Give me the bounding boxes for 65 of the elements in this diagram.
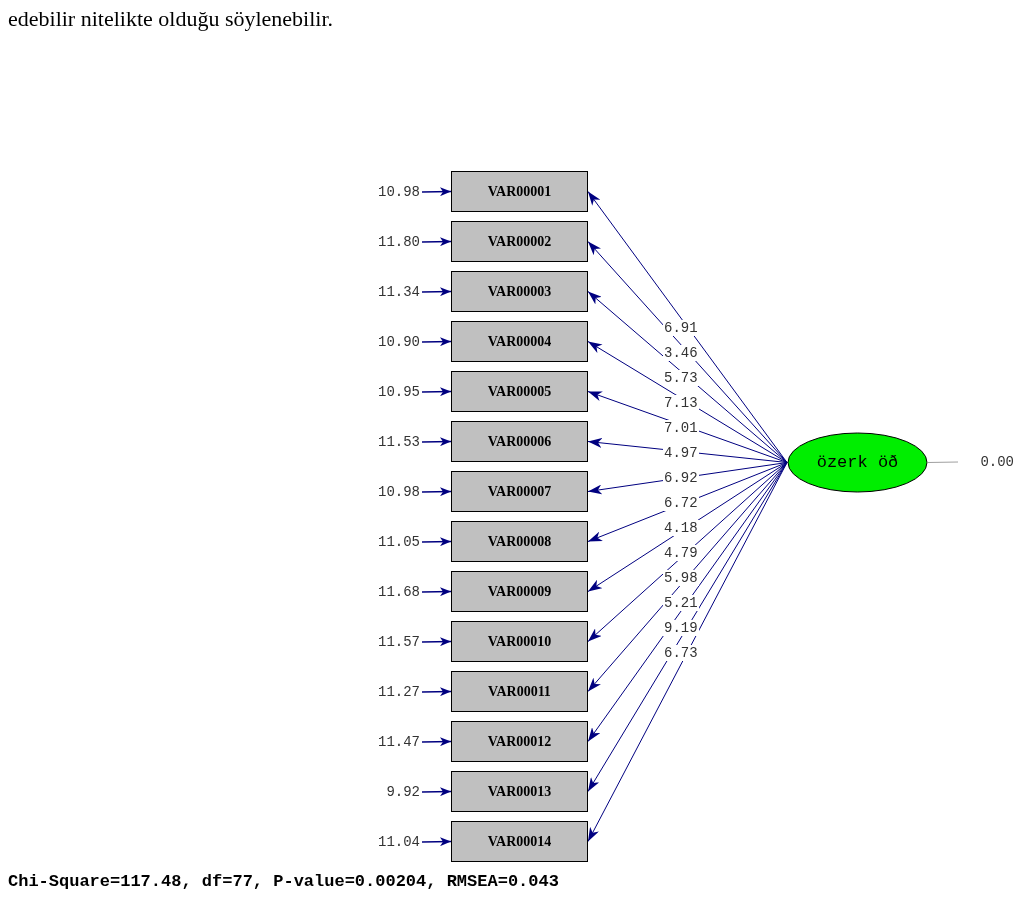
edge-label: 9.19 — [663, 620, 699, 636]
error-variance-value: 11.34 — [336, 283, 420, 301]
arrow — [587, 341, 788, 463]
observed-variable-box: VAR00001 — [451, 171, 588, 212]
observed-variable-box: VAR00005 — [451, 371, 588, 412]
arrow — [421, 687, 452, 697]
arrow — [421, 337, 452, 347]
edge-label: 7.13 — [663, 395, 699, 411]
variance-value: 0.00 — [958, 453, 1014, 471]
edge-label: 4.18 — [663, 520, 699, 536]
observed-variable-box: VAR00006 — [451, 421, 588, 462]
arrow — [587, 462, 788, 642]
edge-label: 3.46 — [663, 345, 699, 361]
arrow — [421, 837, 452, 847]
latent-variable-name: özerk öð — [816, 453, 899, 472]
observed-variable-box: VAR00003 — [451, 271, 588, 312]
edge-label: 5.73 — [663, 370, 699, 386]
body-text: edebilir nitelikte olduğu söylenebilir. — [8, 6, 334, 32]
observed-variable-box: VAR00002 — [451, 221, 588, 262]
fit-statistics: Chi-Square=117.48, df=77, P-value=0.00204, RMSEA=0.043 — [8, 872, 559, 891]
arrow — [421, 587, 452, 597]
arrow — [587, 462, 788, 692]
latent-variable-ellipse — [787, 432, 928, 493]
edge-label: 5.98 — [663, 570, 699, 586]
arrow — [587, 291, 788, 463]
arrow — [421, 287, 452, 297]
arrow — [421, 487, 452, 497]
arrow — [421, 537, 452, 547]
edge-label: 6.72 — [663, 495, 699, 511]
observed-variable-box: VAR00013 — [451, 771, 588, 812]
edge-label: 6.73 — [663, 645, 699, 661]
error-variance-value: 10.98 — [336, 483, 420, 501]
line — [927, 461, 959, 463]
error-variance-value: 11.53 — [336, 433, 420, 451]
error-variance-value: 11.27 — [336, 683, 420, 701]
observed-variable-box: VAR00004 — [451, 321, 588, 362]
observed-variable-box: VAR00011 — [451, 671, 588, 712]
observed-variable-box: VAR00010 — [451, 621, 588, 662]
arrow — [421, 437, 452, 447]
error-variance-value: 11.05 — [336, 533, 420, 551]
arrow — [421, 387, 452, 397]
error-variance-value: 10.98 — [336, 183, 420, 201]
observed-variable-box: VAR00009 — [451, 571, 588, 612]
observed-variable-box: VAR00012 — [451, 721, 588, 762]
observed-variable-box: VAR00007 — [451, 471, 588, 512]
arrow — [421, 237, 452, 247]
error-variance-value: 11.80 — [336, 233, 420, 251]
error-variance-value: 11.57 — [336, 633, 420, 651]
error-variance-value: 10.90 — [336, 333, 420, 351]
arrow — [421, 187, 452, 197]
edge-label: 5.21 — [663, 595, 699, 611]
observed-variable-box: VAR00014 — [451, 821, 588, 862]
error-variance-value: 11.47 — [336, 733, 420, 751]
error-variance-value: 9.92 — [336, 783, 420, 801]
observed-variable-box: VAR00008 — [451, 521, 588, 562]
error-variance-value: 11.04 — [336, 833, 420, 851]
arrow — [587, 462, 788, 742]
arrow — [587, 241, 788, 463]
error-variance-value: 11.68 — [336, 583, 420, 601]
error-variance-value: 10.95 — [336, 383, 420, 401]
arrow — [421, 787, 452, 797]
edge-label: 6.91 — [663, 320, 699, 336]
arrow — [421, 637, 452, 647]
edge-label: 4.79 — [663, 545, 699, 561]
arrow — [421, 737, 452, 747]
